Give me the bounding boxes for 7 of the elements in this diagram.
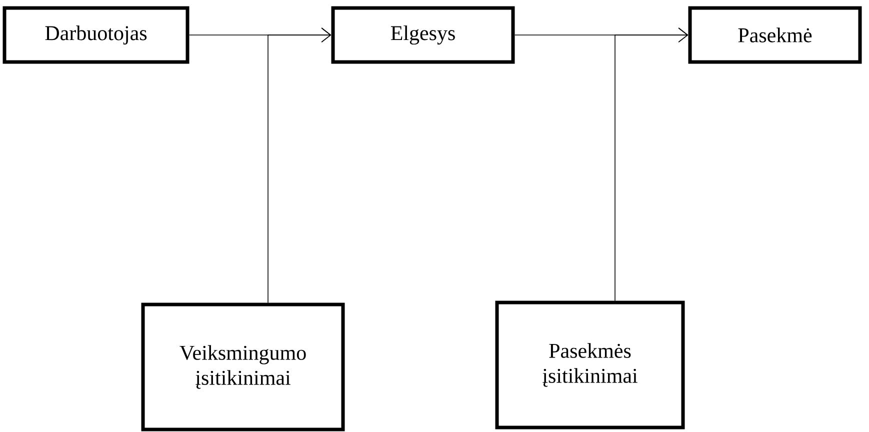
arrow	[614, 28, 688, 302]
process-box: Elgesys	[331, 6, 515, 64]
arrow	[268, 28, 332, 304]
belief-box: Pasekmės įsitikinimai	[495, 300, 685, 430]
process-box: Pasekmė	[688, 6, 862, 64]
process-box: Darbuotojas	[2, 6, 190, 64]
belief-box: Veiksmingumo įsitikinimai	[141, 302, 345, 432]
